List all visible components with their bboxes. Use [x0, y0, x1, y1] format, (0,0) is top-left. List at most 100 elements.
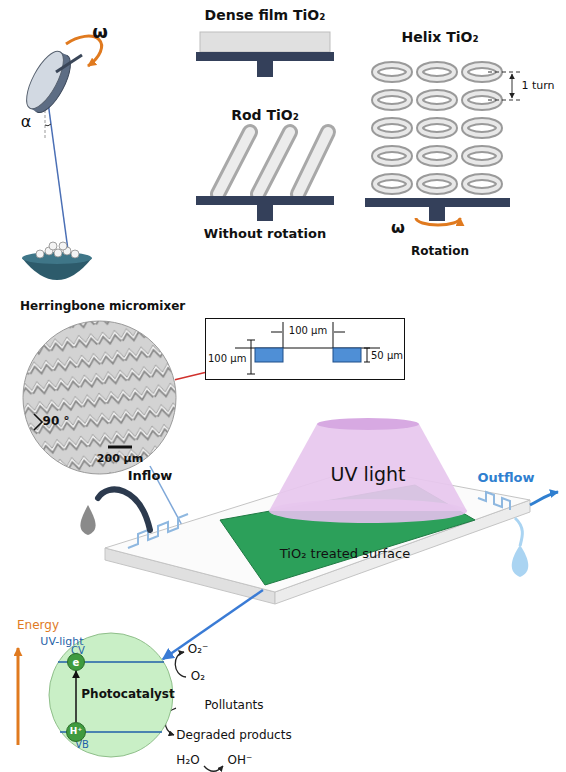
connector — [175, 373, 205, 380]
node-text: 100 μm — [208, 353, 246, 364]
rod — [218, 132, 250, 194]
rotation-arrow — [416, 218, 460, 225]
label-text: H₂O — [176, 754, 199, 767]
serpentine-channel — [128, 514, 188, 548]
rod — [258, 132, 290, 194]
label-text: α — [21, 113, 32, 131]
pellet — [54, 249, 62, 257]
rod-array — [218, 132, 328, 194]
pellet — [71, 250, 79, 258]
node-text: UV light — [330, 464, 405, 485]
photocatalyst-circle: PhotocatalystCVVBeH⁺ — [48, 632, 174, 758]
connector — [163, 590, 263, 659]
node-text: 200 μm — [97, 453, 143, 465]
dimension-line — [271, 332, 282, 333]
charge-dot — [67, 723, 86, 742]
rod — [258, 132, 290, 194]
energy-axis — [17, 648, 20, 745]
dimension-line — [364, 362, 370, 363]
reaction-arrow — [175, 652, 186, 677]
helix — [375, 65, 409, 191]
dimension-line — [251, 340, 252, 374]
inset-frame — [206, 319, 405, 380]
turn-guide — [488, 72, 522, 73]
node-text: 100 μm — [289, 325, 327, 336]
pellet — [49, 242, 57, 250]
uv-lamp: UV light — [262, 416, 474, 526]
turn-arrow — [512, 74, 513, 86]
node-text: H⁺ — [70, 727, 82, 737]
inflow-tube — [98, 489, 150, 530]
groove — [333, 348, 361, 362]
node-text: 50 μm — [371, 350, 403, 361]
node-text: e — [73, 657, 80, 668]
rod — [298, 132, 328, 194]
dimension-line — [247, 374, 255, 375]
label-text: OH⁻ — [228, 754, 253, 767]
substrate-plate — [365, 198, 510, 207]
node-text: TiO₂ treated surface — [280, 547, 410, 561]
label-text: Rotation — [411, 245, 469, 258]
substrate-disk — [19, 46, 77, 118]
pellet — [36, 250, 44, 258]
label-text: Outflow — [477, 471, 534, 485]
pellet — [59, 242, 67, 250]
dimension-line — [247, 340, 255, 341]
label-text: Dense film TiO₂ — [205, 8, 326, 23]
dimension-line — [334, 332, 345, 333]
turn-guide — [488, 100, 522, 101]
dense-film — [200, 32, 330, 52]
node-shape — [22, 320, 177, 475]
axle — [56, 55, 82, 72]
helix — [420, 65, 454, 191]
label-text: UV-light — [40, 636, 83, 648]
outflow-stream — [515, 518, 522, 546]
scale-bar — [108, 446, 132, 449]
dimension-line — [283, 322, 284, 348]
label-text: Rod TiO₂ — [231, 108, 299, 123]
label-text: Energy — [17, 619, 59, 632]
angle-arc — [45, 124, 51, 126]
label-text: ω — [92, 22, 108, 42]
channel-section — [206, 319, 405, 380]
connector — [75, 671, 77, 722]
charge-dot — [68, 654, 85, 671]
dimension-line — [333, 322, 334, 348]
turn-arrow — [512, 86, 513, 98]
substrate-plate — [196, 196, 334, 205]
node-text: Photocatalyst — [81, 688, 174, 701]
outflow-droplet — [512, 545, 529, 577]
dimension-line — [367, 348, 368, 362]
green-coating — [220, 485, 475, 585]
micrograph-circle — [23, 321, 176, 474]
micromixer-view: Herringbone micromixer90 °200 μm — [22, 320, 177, 475]
disk-face — [19, 46, 70, 114]
label-text: ω — [391, 219, 405, 237]
lamp-top — [317, 418, 419, 430]
substrate-stem — [257, 205, 273, 221]
angle-mark — [34, 414, 42, 430]
label-text: O₂⁻ — [188, 643, 209, 656]
label-text: Degraded products — [176, 729, 291, 742]
helix — [465, 65, 499, 191]
rod — [298, 132, 328, 194]
node-text: 90 ° — [43, 415, 70, 428]
label-text: Helix TiO₂ — [401, 30, 478, 45]
label-text: 1 turn — [521, 80, 554, 92]
outflow-arrow — [530, 492, 558, 505]
label-text: Without rotation — [204, 227, 326, 241]
rod — [218, 132, 250, 194]
substrate-plate — [196, 52, 334, 61]
inflow-droplet — [80, 505, 95, 535]
serpentine-channel — [478, 492, 510, 510]
label-text: Inflow — [128, 469, 173, 483]
reaction-arrow — [204, 766, 223, 771]
source-pellets — [36, 242, 79, 258]
substrate-stem — [257, 61, 273, 77]
groove — [255, 348, 283, 362]
light-cone — [269, 424, 467, 511]
hole-dot: H⁺ — [66, 722, 86, 742]
substrate-stem — [429, 207, 445, 221]
